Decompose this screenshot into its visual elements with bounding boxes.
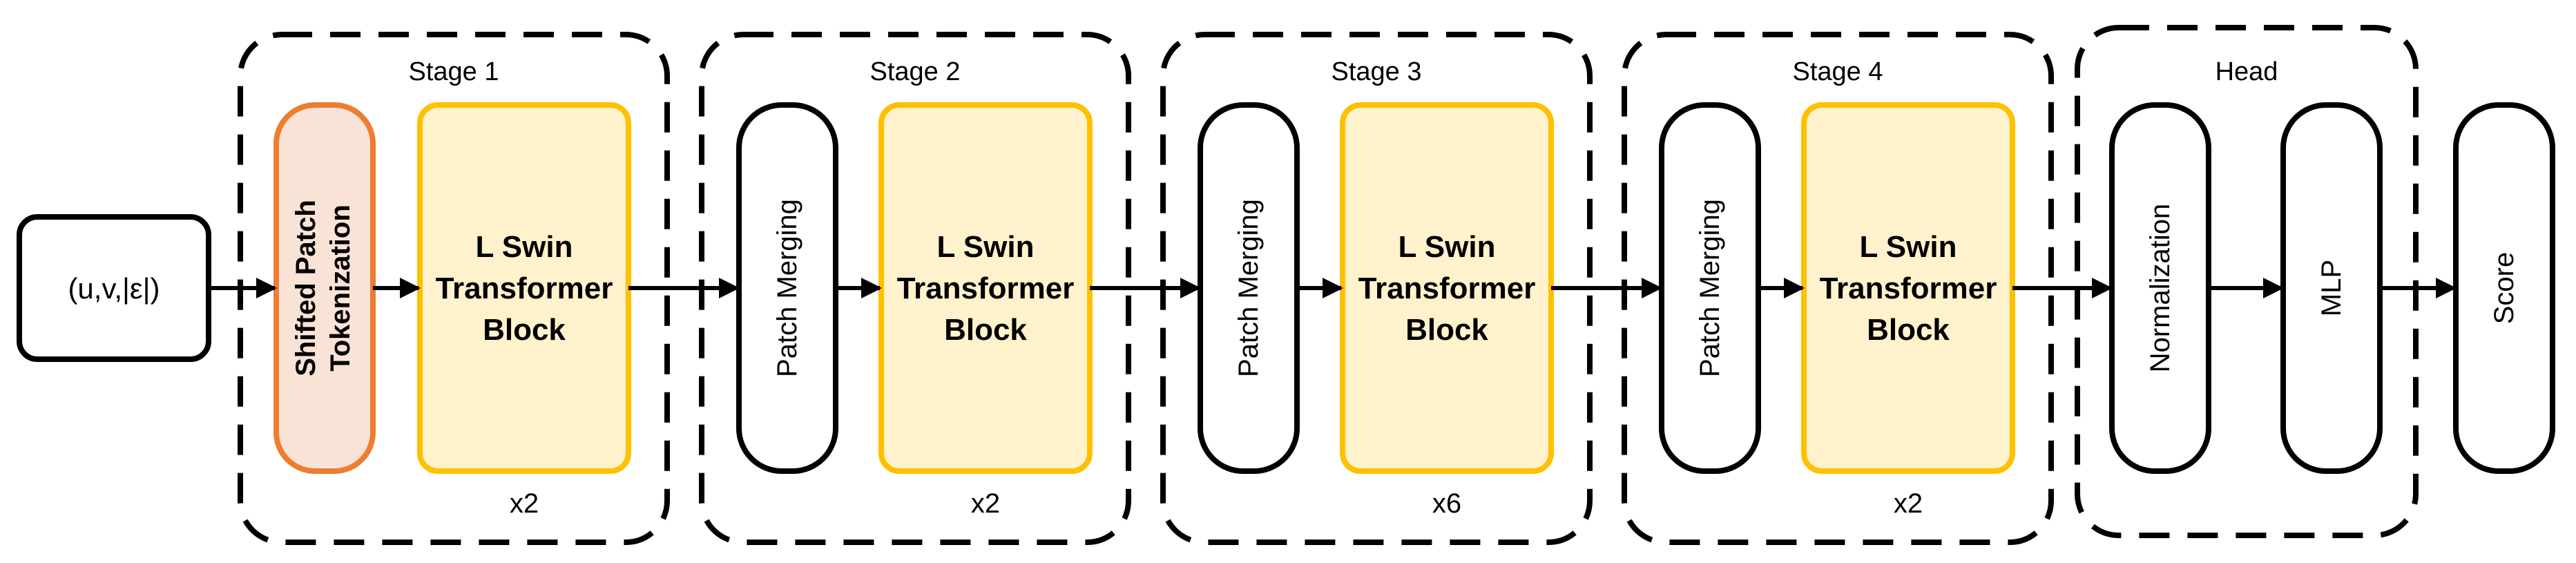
stage-2-block-line2: Transformer — [897, 271, 1075, 305]
stage-1-block-line3: Block — [483, 313, 566, 347]
stage-2-patch-merging-label: Patch Merging — [772, 199, 802, 377]
stage-3-title: Stage 3 — [1332, 57, 1422, 86]
head-title: Head — [2215, 57, 2278, 86]
stage-2-repeat: x2 — [971, 488, 1000, 519]
stage-4-repeat: x2 — [1894, 488, 1923, 519]
stage-3-block-line1: L Swin — [1398, 230, 1496, 264]
stage-3-block-line3: Block — [1405, 313, 1488, 347]
stage-2-block-line1: L Swin — [937, 230, 1035, 264]
head-container — [2075, 25, 2419, 538]
stage-4-title: Stage 4 — [1793, 57, 1883, 86]
stage-1-block-line2: Transformer — [436, 271, 613, 305]
stage-4-block-line3: Block — [1867, 313, 1950, 347]
stage-4-patch-merging-label: Patch Merging — [1695, 199, 1725, 377]
normalization-label: Normalization — [2145, 204, 2175, 373]
input-label: (u,v,|ε|) — [68, 272, 160, 305]
stage-3-repeat: x6 — [1432, 488, 1461, 519]
stage-4-block-line1: L Swin — [1860, 230, 1957, 264]
stage-1-block-line1: L Swin — [476, 230, 573, 264]
stage-1-repeat: x2 — [510, 488, 539, 519]
stage-3-patch-merging-label: Patch Merging — [1233, 199, 1264, 377]
stage-2-block-line3: Block — [944, 313, 1027, 347]
tokenization-label-line2: Tokenization — [325, 204, 356, 371]
stage-1-title: Stage 1 — [409, 57, 499, 86]
stage-2-title: Stage 2 — [870, 57, 961, 86]
score-label: Score — [2489, 252, 2519, 325]
stage-4-block-line2: Transformer — [1820, 271, 1997, 305]
mlp-label: MLP — [2316, 260, 2347, 316]
stage-3-block-line2: Transformer — [1358, 271, 1536, 305]
tokenization-label-line1: Shifted Patch — [291, 200, 321, 376]
